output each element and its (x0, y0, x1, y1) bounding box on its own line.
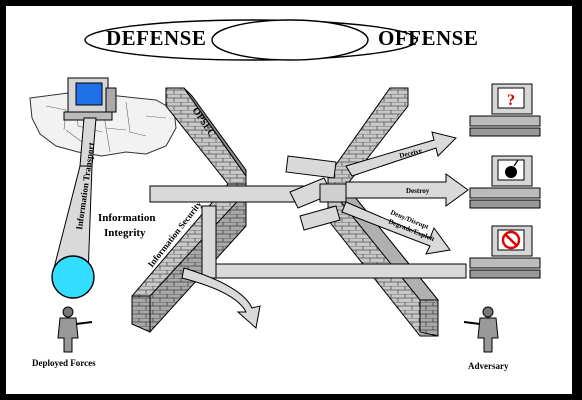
offense-title: OFFENSE (378, 26, 479, 50)
offense-arrows (341, 131, 469, 255)
computer-question: ? (469, 83, 541, 137)
computer-blocked (469, 225, 541, 279)
destroy-label: Destroy (406, 187, 430, 195)
lower-beam-upright (201, 205, 217, 279)
left-brick-wall (131, 87, 247, 334)
computer-bomb (469, 155, 541, 209)
broken-blocks (285, 155, 347, 231)
diagram-canvas: ? (6, 6, 572, 394)
defense-title: DEFENSE (106, 26, 207, 50)
integrity-label-line1: Information (98, 212, 156, 224)
lower-beam (201, 263, 467, 279)
bomb-icon (505, 166, 517, 178)
transport-endpoint-node (51, 255, 95, 299)
no-entry-icon (501, 230, 521, 250)
us-map-icon (29, 91, 177, 157)
deployed-forces-label: Deployed Forces (32, 358, 96, 368)
adversary-soldier-icon (463, 306, 499, 353)
deceive-arrow (345, 131, 457, 177)
deceive-label: Deceive (399, 147, 423, 160)
soldier-icon (57, 306, 93, 353)
center-oval (211, 19, 369, 61)
defense-curved-arrow (181, 267, 261, 329)
desktop-computer-icon (63, 77, 117, 121)
deny-arrow (341, 201, 451, 255)
question-mark-icon: ? (507, 92, 515, 109)
horizontal-beam (149, 185, 307, 203)
diagram-graphics: ? (29, 19, 541, 353)
integrity-label-line2: Integrity (104, 227, 146, 239)
adversary-label: Adversary (468, 361, 509, 371)
destroy-arrow (345, 173, 469, 207)
information-transport-pipe (53, 117, 97, 277)
